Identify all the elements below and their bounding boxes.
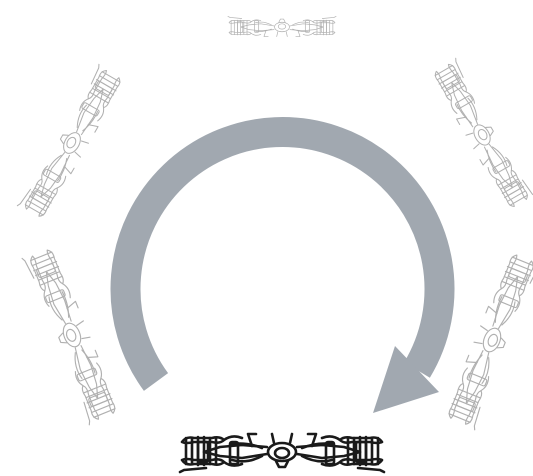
quadcopter-drone-icon	[444, 251, 533, 430]
quadcopter-drone-icon	[430, 58, 533, 211]
quadcopter-drone-icon	[228, 16, 336, 36]
rotation-arrow-arc	[126, 132, 440, 382]
drone-upper-right	[430, 58, 533, 211]
drone-sequence	[17, 16, 533, 472]
drone-lower-left	[22, 246, 120, 425]
drone-upper-left	[17, 64, 125, 221]
quadcopter-drone-icon	[22, 246, 120, 425]
drone-bottom	[180, 434, 384, 472]
drone-lower-right	[444, 251, 533, 430]
quadcopter-drone-icon	[17, 64, 125, 221]
quadcopter-drone-icon	[180, 434, 384, 472]
drone-top	[228, 16, 336, 36]
rotation-arrow	[126, 132, 440, 413]
